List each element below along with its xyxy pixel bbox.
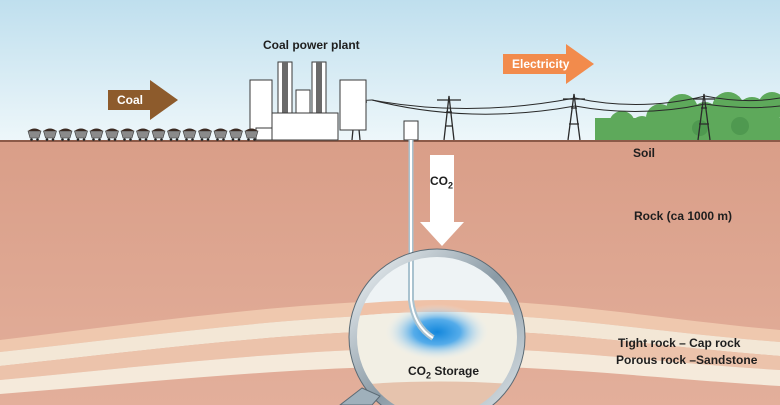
coal-wagon (105, 128, 119, 141)
coal-wagon (167, 128, 181, 141)
co2-storage-base: CO (408, 364, 426, 378)
coal-arrow (108, 80, 178, 120)
soil-label: Soil (633, 146, 656, 160)
coal-train-icon (27, 128, 259, 141)
coal-wagon (244, 128, 259, 141)
co2-storage-sub: 2 (426, 370, 432, 381)
co2-storage-label: CO2 Storage (408, 364, 479, 382)
co2-arrow-label-sub: 2 (448, 180, 454, 191)
coal-wagon (43, 128, 57, 141)
rock-label: Rock (ca 1000 m) (634, 209, 733, 223)
co2-arrow-label-base: CO (430, 174, 448, 188)
co2-pipe (403, 120, 419, 270)
coal-label: Coal (117, 93, 144, 107)
rock-layers (0, 300, 780, 394)
power-lines (344, 95, 780, 115)
coal-wagon (120, 128, 135, 141)
electricity-arrow (503, 44, 594, 84)
coal-wagon (198, 128, 212, 141)
coal-wagon (58, 128, 73, 141)
coal-wagon (89, 128, 104, 141)
coal-wagon (27, 128, 42, 141)
power-plant-label: Coal power plant (263, 38, 360, 52)
power-plant-icon (249, 61, 367, 141)
electricity-label: Electricity (512, 57, 570, 71)
magnifier-icon (339, 248, 526, 405)
co2-arrow (420, 155, 464, 246)
porous-rock-label: Porous rock –Sandstone (616, 353, 758, 367)
coal-wagon (151, 128, 166, 141)
co2-storage-word: Storage (431, 364, 480, 378)
coal-wagon (229, 128, 243, 141)
coal-wagon (213, 128, 228, 141)
tight-rock-label: Tight rock – Cap rock (618, 336, 741, 350)
coal-wagon (74, 128, 88, 141)
co2-arrow-label: CO2 (430, 174, 453, 192)
coal-wagon (136, 128, 150, 141)
coal-wagon (182, 128, 197, 141)
